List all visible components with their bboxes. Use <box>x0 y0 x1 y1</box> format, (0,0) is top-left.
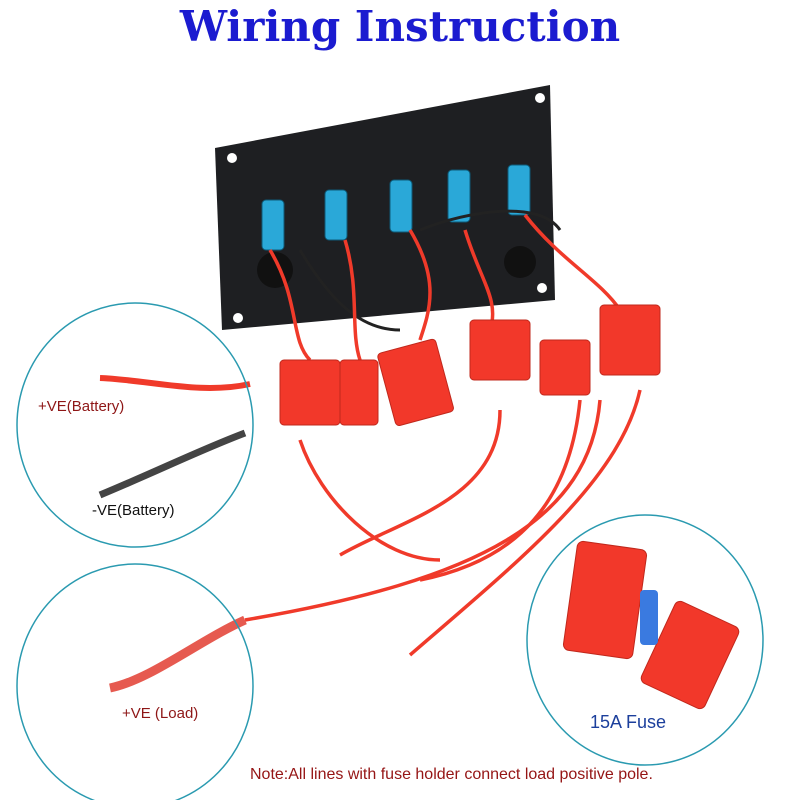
note-text: Note:All lines with fuse holder connect … <box>250 766 653 783</box>
label-load-positive: +VE (Load) <box>122 705 199 722</box>
callout-circles <box>16 302 764 800</box>
page-title: Wiring Instruction <box>179 2 621 51</box>
panel-mount-holes <box>227 93 547 323</box>
black-wires <box>98 209 562 499</box>
label-battery-positive: +VE(Battery) <box>38 398 125 415</box>
fuse-holders <box>279 304 740 710</box>
red-wires <box>99 213 642 693</box>
switch-terminals <box>257 164 536 288</box>
label-battery-negative: -VE(Battery) <box>92 502 175 519</box>
blade-fuse <box>640 590 658 645</box>
switch-panel <box>215 85 555 330</box>
label-fuse: 15A Fuse <box>590 712 667 732</box>
